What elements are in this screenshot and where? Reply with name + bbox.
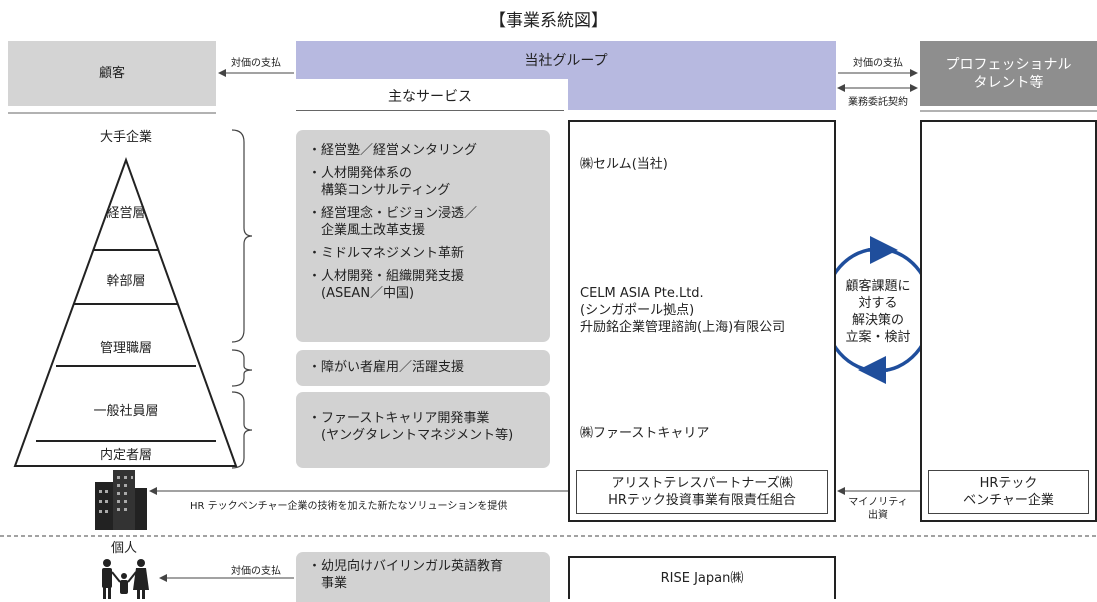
cycle-text: 顧客課題に 対する 解決策の 立案・検討	[845, 279, 911, 345]
service-item: ・経営理念・ビジョン浸透／ 企業風土改革支援	[308, 206, 478, 238]
services-box-4: ・幼児向けバイリンガル英語教育 事業	[296, 552, 550, 602]
company-aristoteles: アリストテレスパートナーズ㈱ HRテック投資事業有限責任組合	[576, 470, 828, 514]
pyramid-outline	[13, 157, 238, 467]
brace-3	[231, 391, 253, 469]
services-title: 主なサービス	[296, 84, 564, 111]
service-item: ・人材開発体系の 構築コンサルティング	[308, 166, 451, 198]
group-header-extension	[568, 79, 836, 110]
hrtech-venture-box: HRテック ベンチャー企業	[928, 470, 1089, 514]
individual-payment-label: 対価の支払	[231, 565, 281, 577]
service-item: ・ミドルマネジメント革新	[308, 246, 465, 261]
service-item: ・人材開発・組織開発支援 (ASEAN／中国)	[308, 269, 465, 301]
group-header: 当社グループ	[296, 41, 836, 79]
customer-header: 顧客	[8, 41, 216, 106]
solution-label: HR テックベンチャー企業の技術を加えた新たなソリューションを提供	[190, 501, 508, 512]
pyramid-level-senior-managers: 幹部層	[106, 273, 146, 289]
payment-right-label: 対価の支払	[853, 57, 903, 69]
building-icon	[95, 470, 147, 530]
service-item: ・障がい者雇用／活躍支援	[308, 360, 465, 375]
pyramid-level-large-companies: 大手企業	[99, 129, 152, 145]
individual-label: 個人	[110, 540, 137, 556]
professional-header: プロフェッショナル タレント等	[920, 41, 1097, 106]
company-celm: ㈱セルム(当社)	[580, 157, 668, 172]
pyramid-level-executives: 経営層	[106, 205, 146, 221]
services-box-3: ・ファーストキャリア開発事業 (ヤングタレントマネジメント等)	[296, 392, 550, 468]
group-companies-box	[568, 120, 836, 522]
pyramid-level-new-hires: 内定者層	[99, 447, 152, 463]
payment-left-label: 対価の支払	[231, 57, 281, 69]
company-first-career: ㈱ファーストキャリア	[580, 426, 710, 441]
professional-box	[920, 120, 1097, 522]
page-title: 【事業系統図】	[489, 10, 608, 31]
pyramid-level-managers: 管理職層	[99, 340, 152, 356]
contract-label: 業務委託契約	[848, 96, 908, 108]
family-icon	[102, 559, 149, 599]
minority-label: マイノリティ 出資	[848, 497, 908, 521]
company-celm-asia: CELM ASIA Pte.Ltd. (シンガポール拠点) 升励銘企業管理諮詢(…	[580, 286, 786, 335]
services-box-2: ・障がい者雇用／活躍支援	[296, 350, 550, 386]
pyramid-level-employees: 一般社員層	[93, 403, 159, 419]
company-rise-japan: RISE Japan㈱	[568, 556, 836, 599]
service-item: ・経営塾／経営メンタリング	[308, 143, 478, 158]
brace-1	[231, 129, 253, 343]
services-box-1: ・経営塾／経営メンタリング ・人材開発体系の 構築コンサルティング ・経営理念・…	[296, 130, 550, 342]
brace-2	[231, 349, 253, 387]
